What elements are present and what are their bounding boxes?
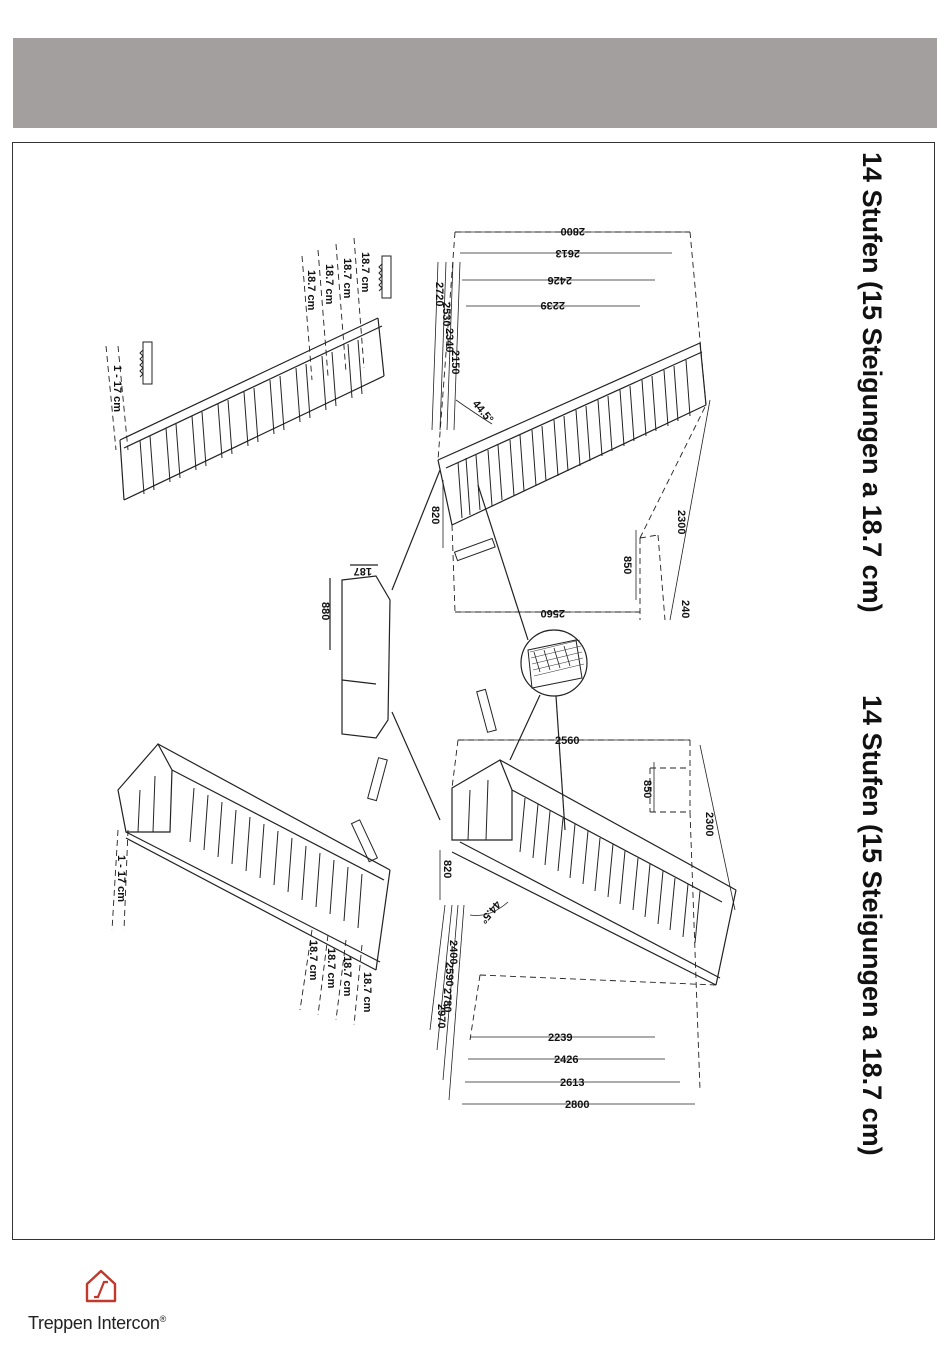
dim-240: 240 xyxy=(679,600,691,618)
dim-2400: 2400 xyxy=(447,940,459,964)
label-riser: 18.7 cm xyxy=(341,258,353,299)
label-riser: 18.7 cm xyxy=(359,252,371,293)
dim-880: 880 xyxy=(319,602,331,620)
title-landing-stair: 14 Stufen (15 Steigungen a 18.7 cm) xyxy=(857,695,887,1156)
label-riser: 18.7 cm xyxy=(341,956,353,997)
magnifier-hatch xyxy=(529,639,585,677)
label-riser: 18.7 cm xyxy=(361,972,373,1013)
dim-2530: 2530 xyxy=(440,302,452,326)
dim-2340: 2340 xyxy=(443,328,455,352)
dim-2613: 2613 xyxy=(560,1077,584,1089)
label-riser: 18.7 cm xyxy=(307,940,319,981)
label-riser: 18.7 cm xyxy=(323,264,335,305)
dim-850: 850 xyxy=(621,556,633,574)
stair-top-right xyxy=(431,231,711,621)
dim-2590: 2590 xyxy=(443,962,455,986)
dim-2970: 2970 xyxy=(435,1004,447,1028)
dim-2560: 2560 xyxy=(555,735,579,747)
drawing-frame xyxy=(12,142,935,1240)
registered-mark: ® xyxy=(159,1314,167,1324)
dim-2780: 2780 xyxy=(441,988,453,1012)
dim-820: 820 xyxy=(441,860,453,878)
title-straight-stair: 14 Stufen (15 Steigungen a 18.7 cm) xyxy=(857,152,887,613)
label-riser: 18.7 cm xyxy=(325,948,337,989)
saw-icons-center xyxy=(453,537,497,733)
stair-top-left xyxy=(105,237,392,501)
dim-820: 820 xyxy=(429,506,441,524)
brand-label: Treppen Intercon xyxy=(28,1313,160,1333)
center-tread-panel xyxy=(329,469,441,821)
dim-187: 187 xyxy=(354,565,372,577)
dim-2613: 2613 xyxy=(556,247,580,259)
dim-2720: 2720 xyxy=(433,282,445,306)
detail-magnifier xyxy=(477,484,588,831)
dim-2239: 2239 xyxy=(541,299,565,311)
saw-icon-bottom-left xyxy=(350,757,388,863)
brand-name: Treppen Intercon® xyxy=(28,1313,166,1334)
dim-2800: 2800 xyxy=(561,225,585,237)
label-riser: 18.7 cm xyxy=(305,270,317,311)
dim-2300: 2300 xyxy=(703,812,715,836)
dim-2150: 2150 xyxy=(449,350,461,374)
saw-icon-top-left xyxy=(139,255,392,385)
dim-2560: 2560 xyxy=(541,607,565,619)
label-tread-range: 1 - 17 cm xyxy=(115,855,127,902)
dim-2800: 2800 xyxy=(565,1099,589,1111)
dim-2239: 2239 xyxy=(548,1032,572,1044)
dim-2300: 2300 xyxy=(675,510,687,534)
dim-2426: 2426 xyxy=(554,1054,578,1066)
stair-bottom-left xyxy=(111,742,391,1026)
house-logo-icon xyxy=(85,1269,117,1303)
header-band xyxy=(13,38,937,128)
dim-2426: 2426 xyxy=(548,274,572,286)
stair-bottom-right xyxy=(429,739,737,1105)
dim-angle: 44.5° xyxy=(477,898,503,925)
dim-850: 850 xyxy=(641,780,653,798)
label-tread-range: 1 - 17 cm xyxy=(111,365,123,412)
